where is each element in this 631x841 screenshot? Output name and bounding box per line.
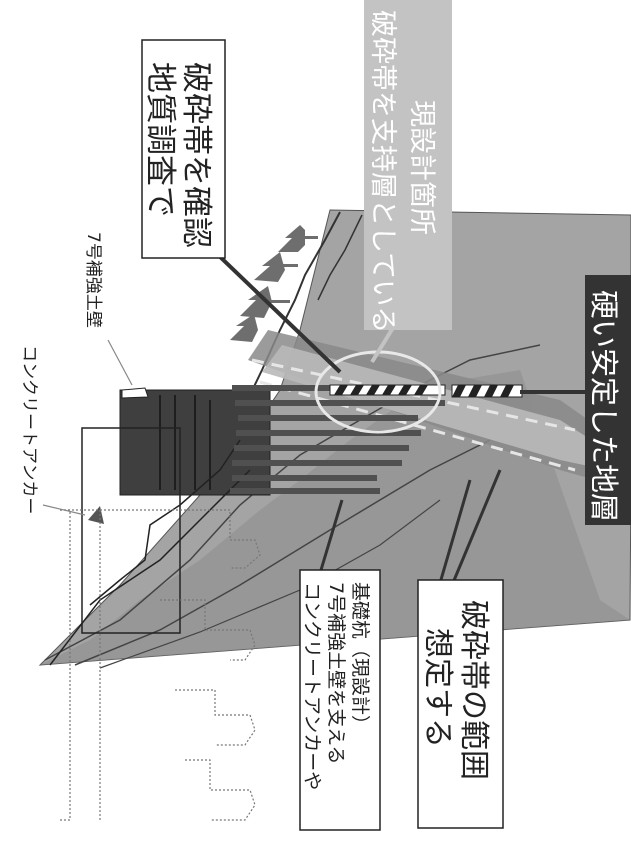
survey-label-box (141, 39, 226, 259)
leader-wall (107, 339, 133, 386)
piles-label-box (299, 569, 381, 831)
reinforced-wall-label: 7号補強土壁 (83, 232, 103, 328)
fracture-range-label-line1: 想定する (420, 628, 455, 748)
current-design-label-line1: 破砕帯を支持層としている (367, 10, 398, 333)
slope-line-1 (249, 211, 341, 396)
trees (230, 225, 318, 342)
hard-layer-label: 硬い安定した地層 (587, 290, 621, 522)
slope-line-2 (317, 214, 363, 301)
leader-fracture-range-1 (448, 469, 502, 591)
leader-anchor (42, 504, 86, 516)
wall-top-cap (121, 387, 149, 399)
wall-inner-lines (159, 395, 211, 490)
anchor-diagonal (89, 439, 241, 606)
ground-line-1 (44, 344, 541, 661)
anchor-block-frame (81, 427, 181, 634)
concrete-anchor-label: コンクリートアンカー (19, 345, 39, 514)
fracture-range-label-box (417, 579, 504, 829)
piles-label-line2: 7号補強土壁を支える (325, 582, 347, 765)
piles-label-line3: 基礎杭（現設計） (349, 582, 371, 734)
fracture-band-lower-dash (259, 380, 576, 472)
striped-pile-right-stripes (452, 385, 514, 397)
leader-fracture-range-2 (436, 479, 472, 591)
dotted-structure-outline (60, 509, 261, 821)
anchor-pointer-tri (88, 506, 104, 524)
fracture-range-label-line2: 破砕帯の範囲 (456, 600, 491, 780)
ground-line-2 (74, 439, 491, 666)
leader-piles (316, 499, 344, 581)
survey-label-line1: 地質調査で (142, 62, 178, 217)
current-design-label-box (364, 0, 452, 330)
survey-label-line2: 破砕帯を確認 (178, 62, 214, 248)
hard-layer-label-box (585, 275, 631, 525)
piles-label-line1: コンクリートアンカーや (301, 582, 323, 790)
current-design-label-line2: 現設計箇所 (406, 100, 437, 235)
anchor-diagonal-2 (49, 469, 251, 666)
fracture-band-light (262, 345, 631, 475)
striped-pile-stripes (334, 385, 428, 395)
